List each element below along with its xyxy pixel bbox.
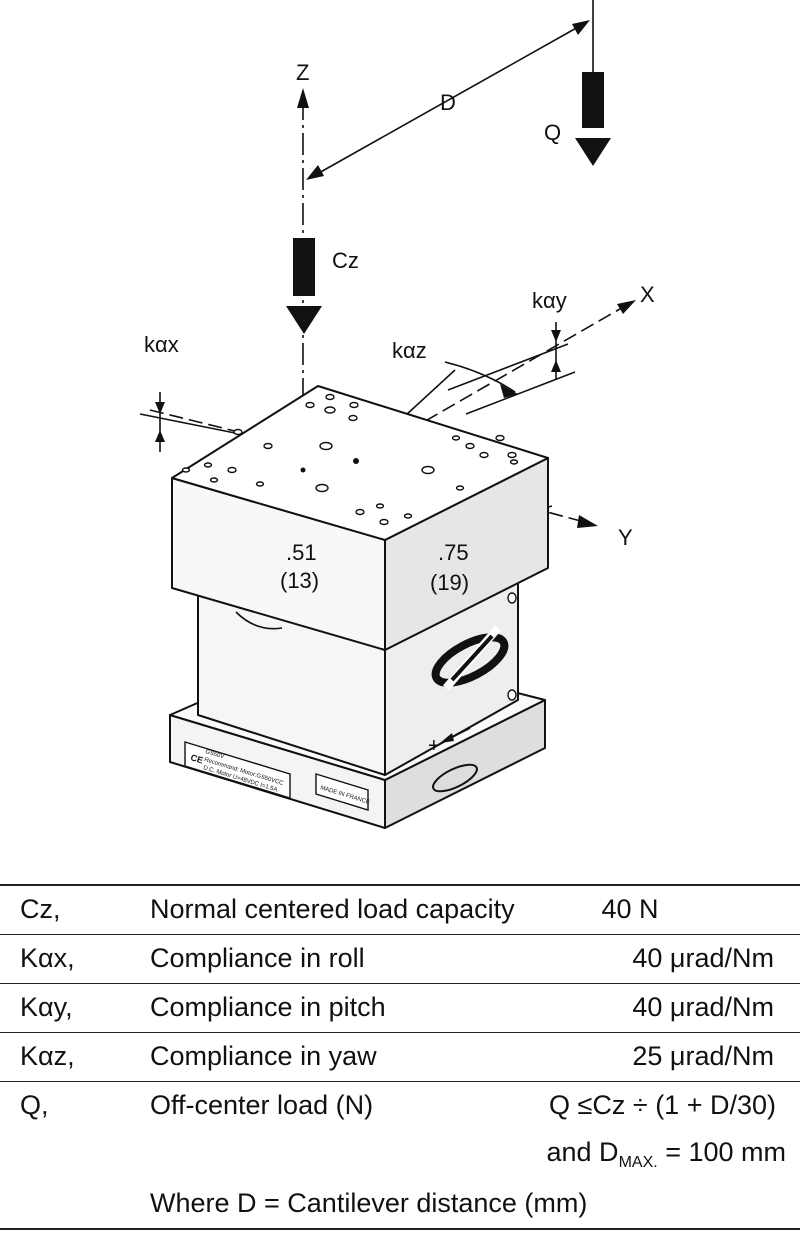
dmax-subscript: MAX. [618,1154,658,1171]
d-dimension-label: D [440,90,456,115]
center-point-top [353,458,359,464]
row-description: Off-center load (N) [130,1080,530,1130]
dmax-prefix: and D [546,1137,619,1167]
kaz-arrowhead [500,384,518,398]
row-symbol: Cz, [0,884,130,934]
kay-arrowhead-top [551,330,561,342]
q-load-block [582,72,604,128]
d-arrowhead-right [572,20,590,35]
cz-load-label: Cz [332,248,359,273]
direction-arrowhead [440,733,454,743]
x-axis-label: X [640,282,655,307]
brand-logo [431,633,509,687]
q-load-label: Q [544,120,561,145]
kax-arrowhead-bottom [155,430,165,442]
table-row: Cz, Normal centered load capacity 40 N [0,884,800,934]
row-description: Compliance in yaw [130,1031,530,1081]
x-arrowhead [617,300,636,314]
kay-line-a [447,343,569,391]
kax-label: kαx [144,332,179,357]
dim1-inch-label: .51 [286,540,317,565]
row-value: 40 μrad/Nm [530,933,800,983]
dim2-inch-label: .75 [438,540,469,565]
ce-mark: CE [189,752,204,765]
y-arrowhead [577,515,598,528]
table-row: Q, Off-center load (N) Q ≤Cz ÷ (1 + D/30… [0,1080,800,1130]
brand-logo-mark [450,634,494,682]
row-value: 40 N [530,884,800,934]
y-axis-label: Y [618,525,633,550]
dmax-value: and DMAX. = 100 mm [530,1130,800,1179]
kaz-label: kαz [392,338,427,363]
table-row: Where D = Cantilever distance (mm) [0,1179,800,1230]
table-row: Kαx, Compliance in roll 40 μrad/Nm [0,933,800,983]
d-dimension-line [309,21,588,179]
cantilever-footnote: Where D = Cantilever distance (mm) [130,1179,800,1230]
cz-load-block [293,238,315,296]
row-description: Normal centered load capacity [130,884,530,934]
kaz-arc [444,361,516,393]
row-value: Q ≤Cz ÷ (1 + D/30) [530,1080,800,1130]
dmax-suffix: = 100 mm [657,1137,786,1167]
z-axis-label: Z [296,60,309,85]
row-symbol: Kαy, [0,982,130,1032]
table-row: and DMAX. = 100 mm [0,1130,800,1179]
q-load-arrow [575,138,611,166]
table-row: Kαy, Compliance in pitch 40 μrad/Nm [0,982,800,1032]
row-symbol: Kαx, [0,933,130,983]
row-description: Compliance in roll [130,933,530,983]
kax-arrowhead-top [155,402,165,414]
cz-load-arrow [286,306,322,334]
kay-line-b [465,371,576,415]
made-in-plate [315,773,369,811]
row-symbol: Kαz, [0,1031,130,1081]
direction-mark: + [428,735,440,757]
row-description: Compliance in pitch [130,982,530,1032]
dim2-mm-label: (19) [430,570,469,595]
specification-table: Cz, Normal centered load capacity 40 N K… [0,884,800,1230]
row-symbol: Q, [0,1080,130,1130]
table-row: Kαz, Compliance in yaw 25 μrad/Nm [0,1031,800,1081]
row-value: 40 μrad/Nm [530,982,800,1032]
mounting-holes [181,393,519,701]
plate-line-1: GS50V [204,749,224,760]
base-slot [432,763,478,793]
kay-label: kαy [532,288,567,313]
kay-arrowhead-bottom [551,360,561,372]
dim1-mm-label: (13) [280,568,319,593]
kax-line [139,413,241,435]
d-arrowhead-left [306,165,324,180]
row-value: 25 μrad/Nm [530,1031,800,1081]
motor-side-hollow [235,611,283,630]
z-foot-point [300,467,306,473]
z-arrowhead [297,88,309,108]
spec-plate [184,741,291,799]
top-block-top-face [171,385,549,541]
stage-diagram: + CE GS50V Recommand: Motor:GS50VCC D.C.… [139,0,655,829]
